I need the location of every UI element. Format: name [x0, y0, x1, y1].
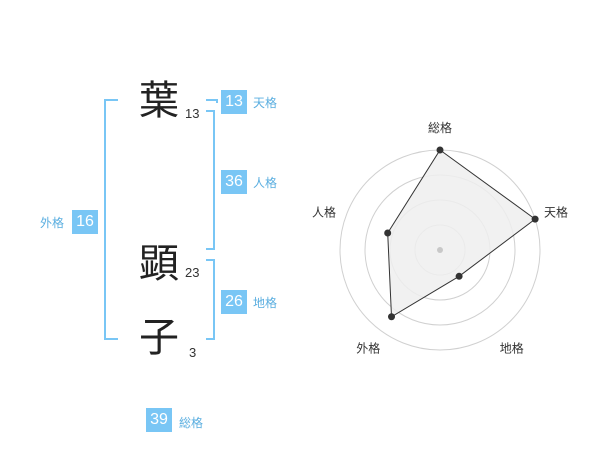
jinkaku-value-badge: 36 [221, 170, 247, 194]
radar-point-1 [436, 146, 444, 154]
jinkaku-label: 人格 [253, 176, 278, 190]
name-char-1: 葉 [139, 78, 179, 124]
tenkaku-label: 天格 [253, 96, 278, 110]
soukaku-label: 総格 [179, 416, 204, 430]
tenkaku-value-badge: 13 [221, 90, 247, 114]
name-char-2: 顕 [139, 241, 179, 287]
radar-axis-label-3: 地格 [500, 341, 524, 356]
name-char-3-strokes: 3 [189, 345, 197, 360]
radar-center-dot [437, 247, 443, 253]
chikaku-value-badge: 26 [221, 290, 247, 314]
radar-axis-label-5: 人格 [312, 204, 336, 219]
radar-point-3 [455, 272, 463, 280]
gaikaku-label: 外格 [40, 216, 65, 230]
radar-polygon [387, 149, 536, 318]
radar-axis-label-1: 総格 [428, 120, 452, 135]
radar-axis-label-4: 外格 [356, 341, 380, 356]
soukaku-value-badge: 39 [146, 408, 172, 432]
gaikaku-value-badge: 16 [72, 210, 98, 234]
jinkaku-bracket [206, 110, 215, 250]
radar-point-4 [388, 313, 396, 321]
name-char-2-strokes: 23 [185, 265, 200, 280]
gaikaku-bracket [104, 99, 118, 340]
radar-point-2 [531, 215, 539, 223]
name-char-1-strokes: 13 [185, 106, 200, 121]
radar-axis-label-2: 天格 [544, 204, 568, 219]
chikaku-label: 地格 [253, 296, 278, 310]
name-char-3: 子 [139, 315, 179, 361]
chikaku-bracket [206, 259, 215, 340]
radar-point-5 [384, 229, 392, 237]
tenkaku-bracket [206, 99, 218, 103]
